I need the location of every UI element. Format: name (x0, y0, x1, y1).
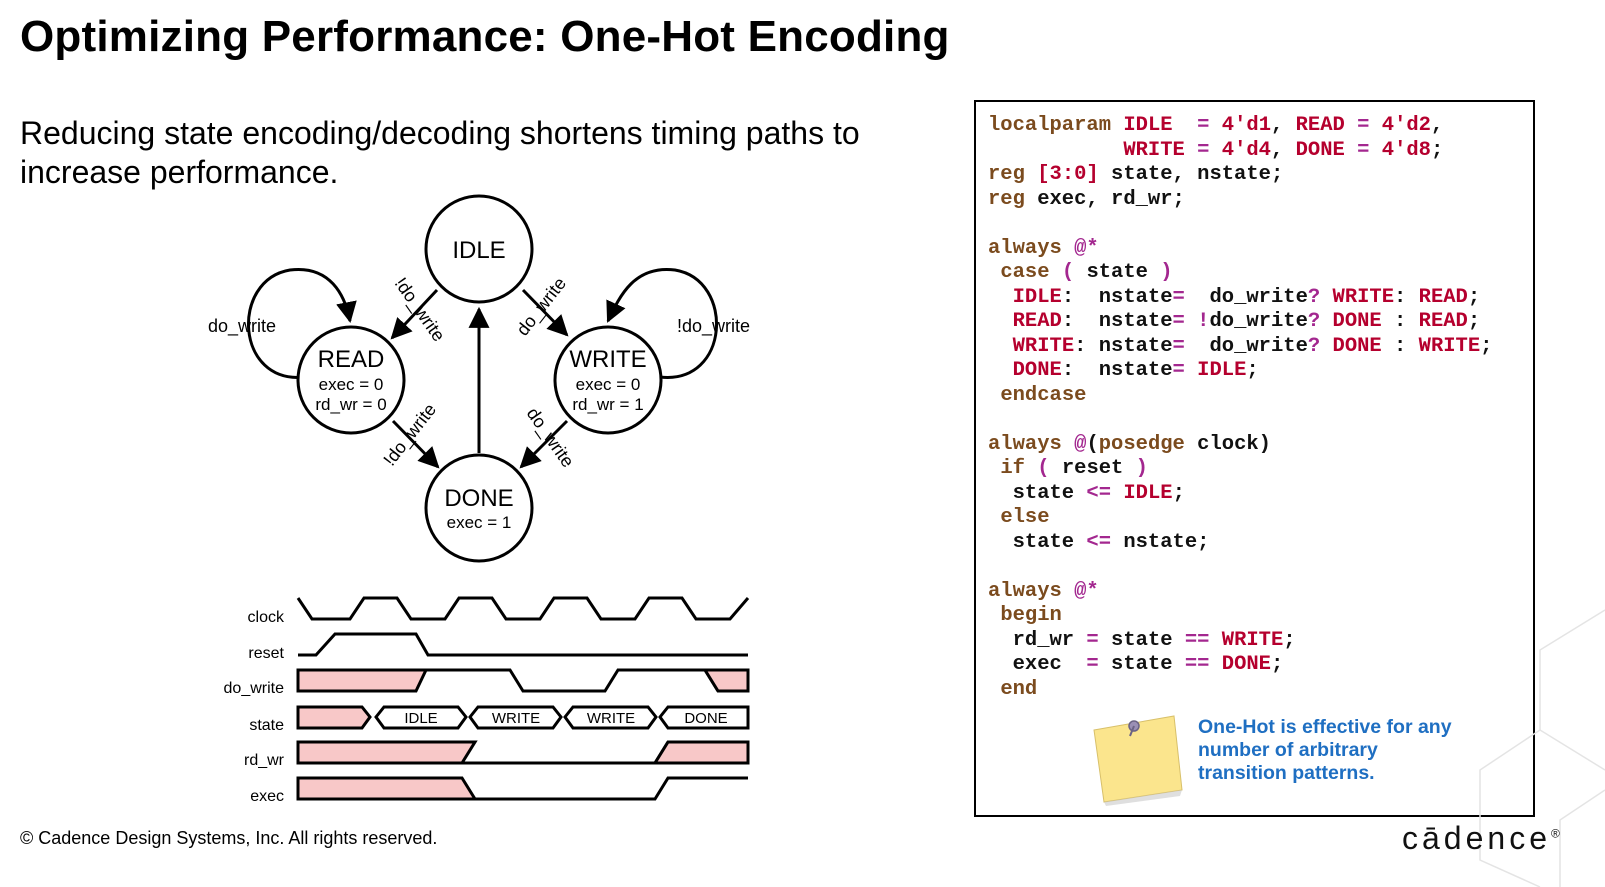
slide-subtitle: Reducing state encoding/decoding shorten… (20, 115, 860, 190)
edge-write-done (519, 419, 569, 469)
signal-label-exec: exec (250, 788, 284, 805)
copyright-notice: © Cadence Design Systems, Inc. All right… (20, 828, 438, 848)
state-value-3: WRITE (587, 710, 635, 727)
edge-idle-write (521, 288, 569, 337)
edge-idle-read (390, 288, 439, 340)
wave-exec-line (475, 776, 748, 801)
wave-do-write-fill (296, 668, 429, 693)
wave-exec-fill (296, 776, 478, 801)
verilog-code: localparam IDLE = 4'd1, READ = 4'd2, WRI… (988, 114, 1492, 702)
state-done-name: DONE (444, 485, 513, 512)
edge-read-done (391, 419, 440, 469)
code-line-12: endcase (1000, 383, 1087, 407)
code-line-6: always @* (988, 236, 1099, 260)
state-write-name: WRITE (569, 346, 646, 373)
wave-rd-wr-fill (296, 740, 478, 765)
wave-clock (296, 596, 750, 621)
code-line-21: begin (1000, 604, 1062, 627)
wave-state-seg-2 (468, 705, 563, 730)
code-line-10: WRITE: nstate= do_write? DONE : WRITE; (1012, 334, 1493, 358)
code-line-7: case ( state ) (1000, 261, 1173, 284)
state-idle-name: IDLE (452, 237, 505, 264)
code-line-14: always @(posedge clock) (988, 432, 1271, 456)
state-write-output-exec: exec = 0 (576, 375, 641, 394)
state-read-circle (296, 325, 406, 435)
code-line-8: IDLE: nstate= do_write? WRITE: READ; (1012, 285, 1481, 309)
state-read-output-exec: exec = 0 (319, 375, 384, 394)
signal-label-clock: clock (248, 609, 285, 626)
code-line-3: reg [3:0] state, nstate; (988, 163, 1284, 186)
state-read-output-rdwr: rd_wr = 0 (315, 395, 386, 414)
code-line-20: always @* (988, 579, 1099, 603)
wave-state-seg-1 (374, 705, 468, 730)
code-line-24: end (1000, 677, 1038, 701)
code-line-22: rd_wr = state == WRITE; (988, 628, 1296, 652)
cadence-logo-text: cādence (1402, 820, 1551, 856)
code-line-15: if ( reset ) (1000, 457, 1148, 480)
label-read-loop: do_write (208, 316, 276, 337)
state-value-4: DONE (684, 710, 727, 727)
note-text: One-Hot is effective for any number of a… (1198, 716, 1452, 784)
timing-waveform: clock reset do_write state rd_wr exec ID… (224, 596, 750, 805)
slide-title: Optimizing Performance: One-Hot Encoding (20, 12, 950, 61)
signal-label-rd-wr: rd_wr (244, 752, 285, 769)
label-write-loop: !do_write (677, 316, 750, 337)
state-idle-circle (424, 194, 534, 304)
wave-do-write-line (426, 668, 720, 693)
signal-label-reset: reset (248, 645, 284, 662)
code-line-2: WRITE = 4'd4, DONE = 4'd8; (1123, 138, 1444, 162)
cadence-logo: cādence® (1402, 820, 1560, 857)
wave-rd-wr-line (462, 741, 670, 765)
state-value-1: IDLE (404, 710, 437, 727)
wave-state-seg-3 (563, 705, 658, 730)
code-line-18: state <= nstate; (988, 530, 1210, 554)
state-done-circle (424, 453, 534, 563)
state-diagram: IDLE READ exec = 0 rd_wr = 0 WRITE exec … (208, 194, 750, 563)
code-line-16: state <= IDLE; (988, 481, 1185, 505)
code-line-17: else (1000, 506, 1050, 529)
wave-reset (298, 632, 748, 657)
sticky-note-icon (1093, 715, 1183, 806)
code-line-11: DONE: nstate= IDLE; (1012, 359, 1259, 382)
code-line-1: localparam IDLE = 4'd1, READ = 4'd2, (988, 114, 1444, 137)
code-line-4: reg exec, rd_wr; (988, 187, 1185, 211)
state-value-2: WRITE (492, 710, 540, 727)
wave-do-write-fill-end (702, 668, 750, 693)
state-read-name: READ (318, 346, 385, 373)
wave-state-seg-4 (658, 705, 750, 730)
self-loop-read (247, 267, 357, 379)
self-loop-write (606, 267, 718, 379)
signal-label-state: state (249, 717, 284, 734)
code-line-9: READ: nstate= !do_write? DONE : READ; (1012, 310, 1481, 333)
code-panel: localparam IDLE = 4'd1, READ = 4'd2, WRI… (974, 100, 1535, 817)
signal-label-do-write: do_write (224, 680, 285, 697)
state-write-circle (553, 325, 663, 435)
trademark-mark: ® (1550, 826, 1560, 841)
wave-state-initial (296, 705, 372, 730)
state-done-output-exec: exec = 1 (447, 513, 512, 532)
code-line-23: exec = state == DONE; (988, 653, 1284, 676)
wave-rd-wr-fill-end (652, 740, 750, 765)
background-decoration (1479, 609, 1605, 887)
state-write-output-rdwr: rd_wr = 1 (572, 395, 643, 414)
